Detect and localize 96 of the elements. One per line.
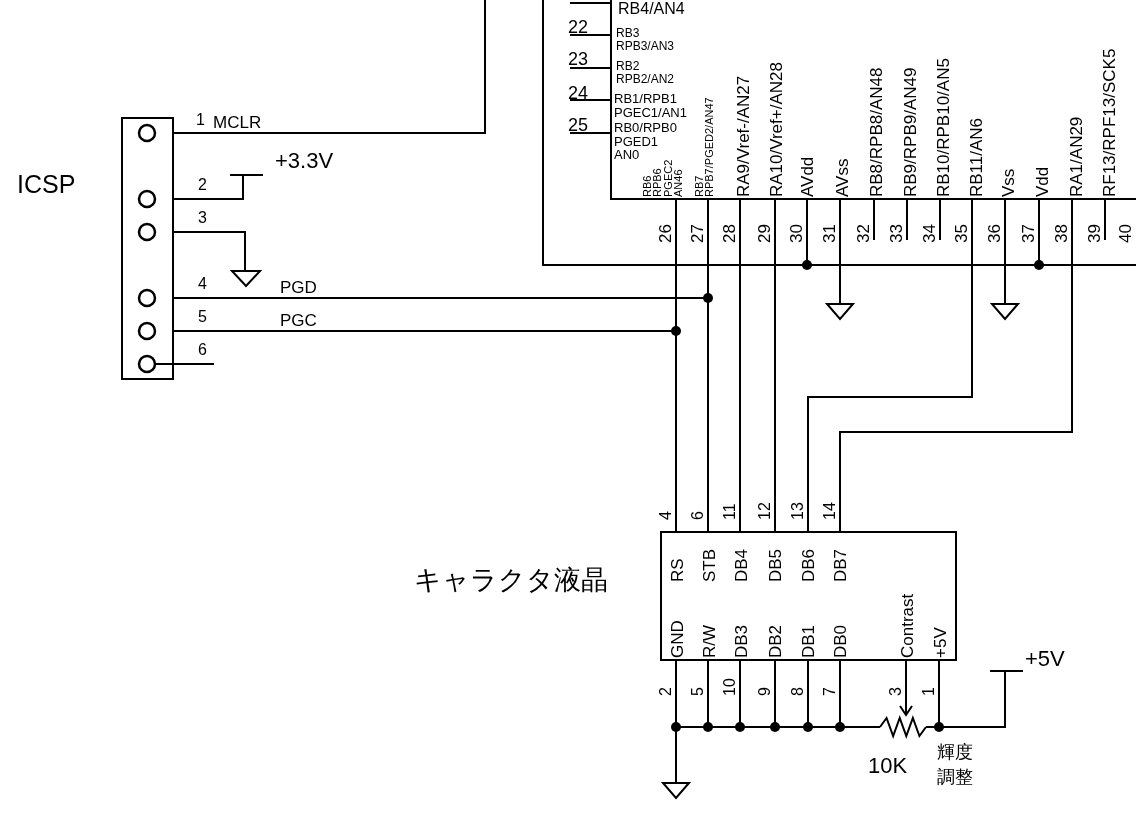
pin-label: Contrast <box>899 593 916 658</box>
pin-number: 13 <box>790 502 806 520</box>
voltage-label: +5V <box>1025 648 1065 670</box>
pin-number: 23 <box>568 50 589 68</box>
pin-number: 10 <box>722 678 738 696</box>
wire <box>1004 199 1006 304</box>
pin-number: 33 <box>888 224 905 243</box>
pin-number: 4 <box>198 276 207 292</box>
edge-label: PGC <box>280 312 317 329</box>
pin-label: DB0 <box>832 624 849 658</box>
pin-label: AVss <box>834 158 851 197</box>
pin-number: 3 <box>198 210 207 226</box>
ic-box <box>610 0 1136 200</box>
pin-label: DB4 <box>733 548 750 582</box>
pin-label: R/W <box>701 624 718 658</box>
pin-number: 6 <box>690 511 706 520</box>
pin-label: RB6 RPB6 PGEC2 AN46 <box>642 159 684 197</box>
pin-number: 2 <box>658 687 674 696</box>
pin-label: RB1/RPB1 PGEC1/AN1 <box>614 92 687 120</box>
pin-number: 8 <box>790 687 806 696</box>
pin-label: DB5 <box>767 548 784 582</box>
ground-symbol <box>991 303 1019 320</box>
pin-label: RB11/AN6 <box>968 117 985 197</box>
pin-label: STB <box>701 548 718 582</box>
voltage-label: +3.3V <box>275 150 334 172</box>
wire <box>173 175 244 200</box>
wire <box>774 199 776 532</box>
pin-label: DB7 <box>832 548 849 582</box>
pin-number: 22 <box>568 18 589 36</box>
note-text: 輝度調整 <box>937 741 973 790</box>
pin-number: 38 <box>1053 224 1070 243</box>
pin-label: RB10/RPB10/AN5 <box>935 58 952 197</box>
pin-number: 11 <box>722 503 738 520</box>
pin-label: RB4/AN4 <box>618 1 685 17</box>
pin-label: RB7 RPB7/PGED2/AN47 <box>694 97 715 197</box>
pin-label: RA9/Vref-/AN27 <box>735 75 752 197</box>
connector-title: ICSP <box>17 172 76 197</box>
pin-label: RB2 RPB2/AN2 <box>616 60 674 86</box>
wire <box>542 0 1040 266</box>
edge-label: PGD <box>280 279 317 296</box>
pin-number: 3 <box>888 687 904 696</box>
ground-symbol <box>662 782 690 799</box>
wire <box>807 199 973 532</box>
pin-number: 28 <box>721 224 738 243</box>
pin-label: RB3 RPB3/AN3 <box>616 27 674 53</box>
pin-label: DB1 <box>800 624 817 658</box>
pin-number: 7 <box>822 687 838 696</box>
pin-number: 37 <box>1020 224 1037 243</box>
edge-label: MCLR <box>213 114 262 131</box>
pin-number: 30 <box>788 224 805 243</box>
pin-number: 29 <box>756 224 773 243</box>
pin-label: RA1/AN29 <box>1068 116 1085 197</box>
pin-number: 24 <box>568 84 589 102</box>
pin-number: 14 <box>822 502 838 520</box>
pin-label: RB9/RPB9/AN49 <box>902 67 919 197</box>
pin-label: RA10/Vref+/AN28 <box>768 62 785 197</box>
pin-number: 6 <box>198 342 207 358</box>
wire <box>173 231 246 271</box>
pin-number: 36 <box>986 224 1003 243</box>
pin-label: Vdd <box>1034 166 1051 197</box>
pin-label: RS <box>669 558 686 582</box>
wire <box>839 199 841 304</box>
pin-number: 1 <box>196 112 205 128</box>
pin-label: DB6 <box>800 548 817 582</box>
ground-symbol <box>231 270 261 287</box>
pin-number: 40 <box>1117 224 1134 243</box>
pin-number: 25 <box>568 116 589 134</box>
pin-number: 34 <box>921 224 938 243</box>
pin-number: 32 <box>855 224 872 243</box>
pin-number: 27 <box>689 224 706 243</box>
pin-label: RB8/RPB8/AN48 <box>868 67 885 197</box>
pin-number: 1 <box>921 687 937 696</box>
component-title: キャラクタ液晶 <box>414 567 608 594</box>
pin-number: 12 <box>757 502 773 520</box>
pin-label: RF13/RPF13/SCK5 <box>1101 48 1118 197</box>
wire <box>173 0 486 134</box>
pin-number: 31 <box>821 224 838 243</box>
pin-number: 39 <box>1086 224 1103 243</box>
pin-label: DB3 <box>733 624 750 658</box>
pin-number: 2 <box>198 177 207 193</box>
resistor-value: 10K <box>868 755 908 777</box>
wire <box>739 199 741 532</box>
pin-number: 26 <box>657 224 674 243</box>
pin-number: 5 <box>690 687 706 696</box>
pin-number: 5 <box>198 309 207 325</box>
pin-number: 4 <box>658 511 674 520</box>
pin-label: DB2 <box>767 624 784 658</box>
pin-number: 35 <box>953 224 970 243</box>
wire <box>839 199 1073 532</box>
pin-label: Vss <box>1000 168 1017 197</box>
ground-symbol <box>826 303 854 320</box>
pin-label: GND <box>669 620 686 658</box>
pin-label: AVdd <box>799 156 816 197</box>
pin-number: 9 <box>757 687 773 696</box>
pin-label: +5V <box>932 627 949 658</box>
wire <box>899 660 913 716</box>
